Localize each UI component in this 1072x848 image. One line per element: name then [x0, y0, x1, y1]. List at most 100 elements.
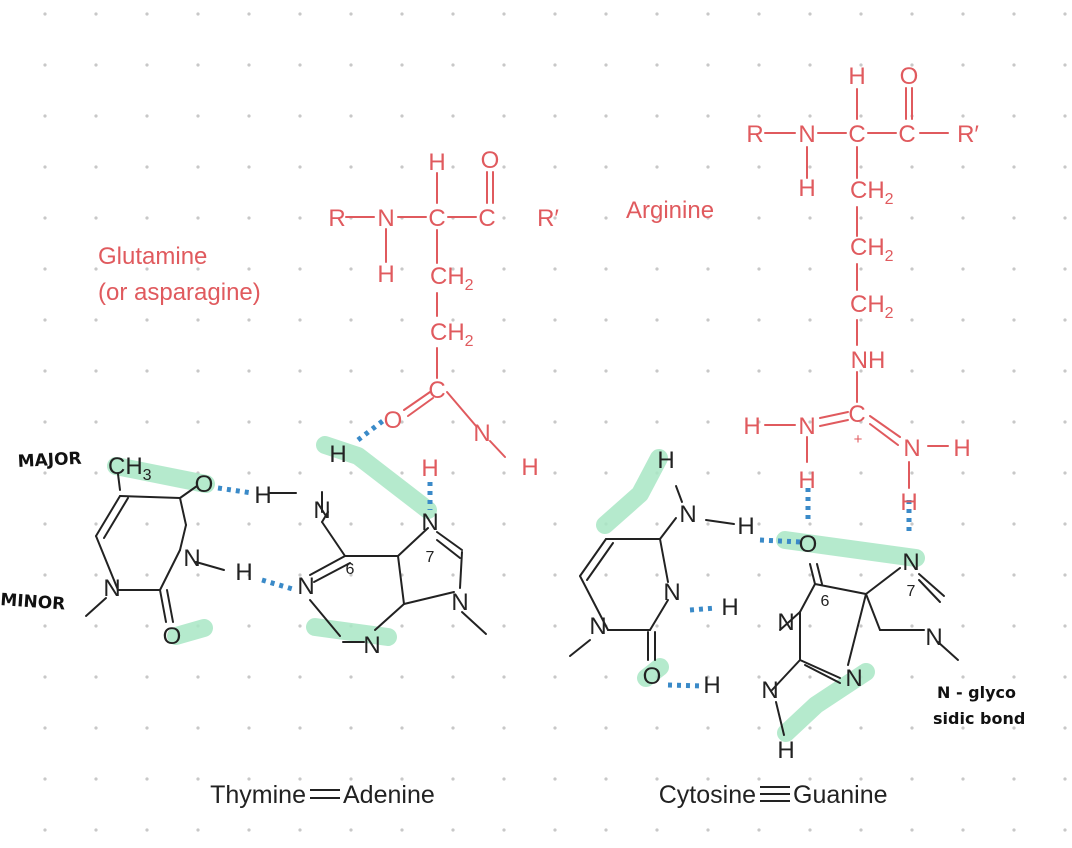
- grid-dot: [400, 114, 404, 118]
- highlight-adenine-n3: [306, 618, 397, 646]
- grid-dot: [43, 216, 47, 220]
- grid-dot: [196, 165, 200, 169]
- grid-dot: [196, 522, 200, 526]
- bond: [159, 549, 181, 591]
- atom-r-prime: R′: [957, 121, 979, 148]
- grid-dot: [145, 726, 149, 730]
- bond: [569, 639, 591, 657]
- grid-dot: [1063, 63, 1067, 67]
- grid-dot: [655, 165, 659, 169]
- bond: [403, 391, 431, 411]
- grid-dot: [196, 267, 200, 271]
- grid-dot: [196, 573, 200, 577]
- bond: [179, 524, 187, 551]
- atom-label: O: [799, 531, 818, 558]
- bond: [436, 539, 461, 559]
- grid-dot: [400, 624, 404, 628]
- atom-label: H: [721, 594, 738, 621]
- grid-dot: [400, 267, 404, 271]
- grid-dot: [43, 777, 47, 781]
- bond: [809, 563, 816, 585]
- grid-dot: [43, 369, 47, 373]
- atom-label: H: [235, 559, 252, 586]
- grid-dot: [94, 114, 98, 118]
- bond: [937, 641, 959, 661]
- atom-label: N: [761, 677, 778, 704]
- grid-dot: [655, 420, 659, 424]
- bond: [309, 555, 346, 576]
- grid-dot: [553, 420, 557, 424]
- grid-dot: [553, 471, 557, 475]
- grid-dot: [1012, 726, 1016, 730]
- grid-dot: [502, 114, 506, 118]
- grid-dot: [859, 165, 863, 169]
- grid-dot: [43, 522, 47, 526]
- bond: [85, 597, 107, 617]
- atom-label: C: [898, 121, 915, 148]
- bond: [865, 567, 901, 595]
- atom-label: H: [657, 447, 674, 474]
- grid-dot: [1063, 726, 1067, 730]
- grid-dot: [1063, 828, 1067, 832]
- grid-dot: [43, 420, 47, 424]
- grid-dot: [145, 267, 149, 271]
- grid-dot: [349, 522, 353, 526]
- grid-dot: [655, 777, 659, 781]
- grid-dot: [400, 318, 404, 322]
- grid-dot: [247, 165, 251, 169]
- grid-dot: [961, 63, 965, 67]
- thymine-caption: Thymine: [210, 781, 306, 809]
- grid-dot: [655, 12, 659, 16]
- atom-ch2: CH2: [850, 291, 894, 322]
- grid-dot: [757, 369, 761, 373]
- grid-dot: [553, 573, 557, 577]
- grid-dot: [1012, 573, 1016, 577]
- grid-dot: [655, 216, 659, 220]
- atom-label: H: [521, 454, 538, 481]
- grid-dot: [706, 267, 710, 271]
- grid-dot: [808, 420, 812, 424]
- grid-dot: [400, 12, 404, 16]
- grid-dot: [349, 267, 353, 271]
- grid-dot: [553, 165, 557, 169]
- grid-dot: [910, 624, 914, 628]
- atom-label: N: [473, 420, 490, 447]
- grid-dot: [961, 369, 965, 373]
- highlighter-marks: [107, 436, 925, 742]
- grid-dot: [808, 726, 812, 730]
- bond: [119, 495, 181, 499]
- bond: [869, 423, 899, 446]
- grid-dot: [145, 573, 149, 577]
- grid-dot: [706, 63, 710, 67]
- atom-label: H: [428, 149, 445, 176]
- atom-label: N: [363, 632, 380, 659]
- grid-dot: [961, 675, 965, 679]
- cytosine-caption: Cytosine: [659, 781, 756, 809]
- grid-dot: [757, 624, 761, 628]
- atom-label: N: [103, 575, 120, 602]
- grid-dot: [910, 165, 914, 169]
- grid-dot: [247, 369, 251, 373]
- grid-dot: [196, 12, 200, 16]
- grid-dot: [859, 12, 863, 16]
- grid-dot: [451, 165, 455, 169]
- grid-dot: [145, 63, 149, 67]
- atom-label: C: [478, 205, 495, 232]
- bond: [816, 563, 823, 585]
- bond: [95, 495, 121, 537]
- grid-dot: [502, 369, 506, 373]
- grid-dot: [808, 318, 812, 322]
- grid-dot: [706, 777, 710, 781]
- grid-dot: [196, 420, 200, 424]
- grid-dot: [808, 216, 812, 220]
- grid-dot: [910, 675, 914, 679]
- highlight-cytosine-h: [596, 449, 668, 534]
- grid-dot: [349, 165, 353, 169]
- grid-dot: [553, 777, 557, 781]
- grid-dot: [43, 12, 47, 16]
- grid-dot: [298, 369, 302, 373]
- grid-dot: [196, 777, 200, 781]
- bond: [179, 497, 187, 526]
- grid-dot: [1012, 369, 1016, 373]
- grid-dot: [94, 624, 98, 628]
